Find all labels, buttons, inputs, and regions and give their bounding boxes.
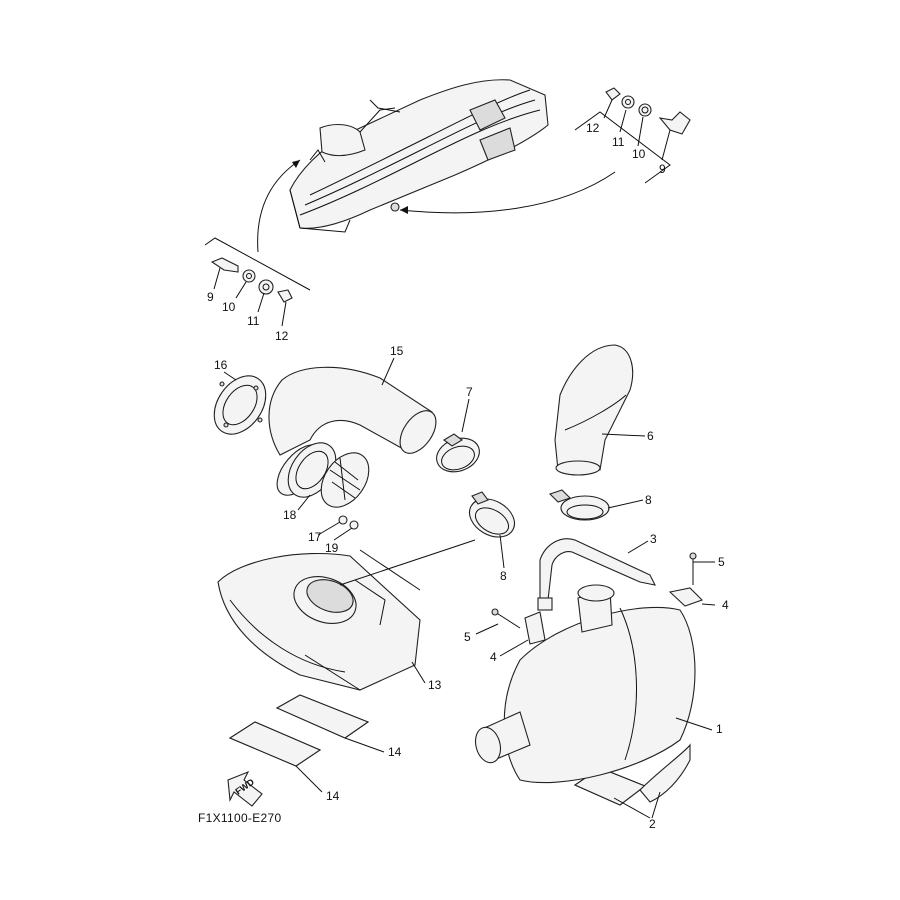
hose-clamp-middle — [468, 491, 516, 538]
callout-16: 16 — [214, 358, 228, 372]
callout-4-right: 4 — [722, 598, 729, 612]
callout-1: 1 — [716, 722, 723, 736]
callout-13: 13 — [428, 678, 442, 692]
hull-fitting-group-right — [574, 87, 691, 184]
callout-7: 7 — [466, 385, 473, 399]
callout-4-left: 4 — [490, 650, 497, 664]
callout-leader-lines — [213, 99, 716, 819]
callout-5-right: 5 — [718, 555, 725, 569]
watercraft-illustration — [289, 79, 549, 233]
callout-6: 6 — [647, 429, 654, 443]
callout-9-left: 9 — [207, 290, 214, 304]
water-lock-chamber — [217, 553, 421, 691]
fitting-leader-arrows — [257, 159, 616, 253]
callout-labels: 12 11 10 9 9 10 11 12 15 16 7 6 8 18 17 … — [207, 121, 729, 831]
callout-11-right: 11 — [612, 135, 625, 149]
callout-15: 15 — [390, 344, 404, 358]
callout-12-right: 12 — [586, 121, 600, 135]
callout-17: 17 — [308, 530, 322, 544]
hose-clamp-right — [548, 489, 610, 521]
hull-fitting-group-left — [204, 237, 311, 303]
callout-8-right: 8 — [645, 493, 652, 507]
callout-5-left: 5 — [464, 630, 471, 644]
callout-10-left: 10 — [222, 300, 236, 314]
retaining-strap — [537, 538, 656, 611]
diagram-code: F1X1100-E270 — [198, 811, 281, 825]
callout-14-upper: 14 — [388, 745, 402, 759]
exhaust-hose — [554, 344, 634, 476]
ring-flange — [213, 375, 267, 435]
callout-11-left: 11 — [247, 314, 260, 328]
callout-2: 2 — [649, 817, 656, 831]
callout-14-lower: 14 — [326, 789, 340, 803]
hose-clamp-top — [436, 433, 480, 473]
callout-19: 19 — [325, 541, 339, 555]
small-nuts — [338, 515, 359, 530]
brackets-and-bolts — [491, 552, 704, 645]
bottom-guard — [639, 743, 691, 803]
callout-8-middle: 8 — [500, 569, 507, 583]
gasket-and-screen — [287, 442, 370, 508]
callout-18: 18 — [283, 508, 297, 522]
callout-12-left: 12 — [275, 329, 289, 343]
muffler-body — [474, 584, 696, 784]
callout-9-right: 9 — [659, 162, 666, 176]
fwd-arrow-icon: FWD — [227, 770, 263, 807]
callout-10-right: 10 — [632, 147, 646, 161]
callout-3: 3 — [650, 532, 657, 546]
